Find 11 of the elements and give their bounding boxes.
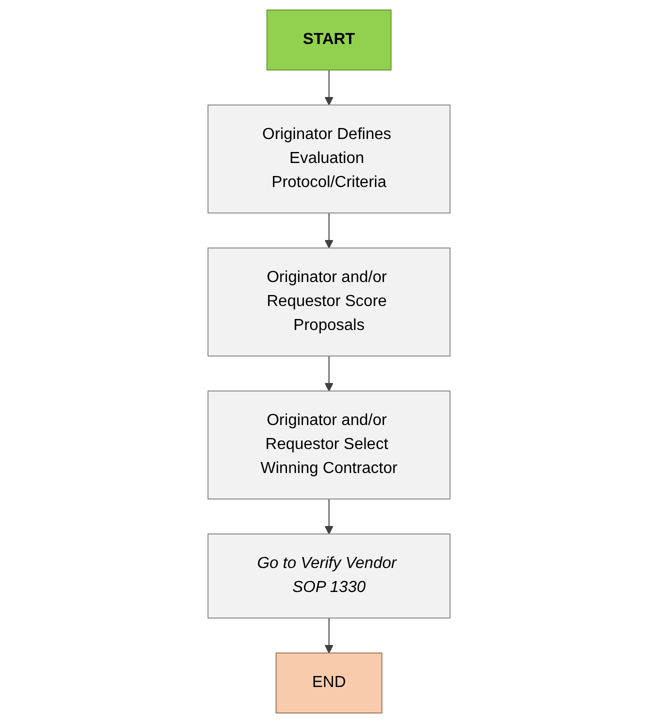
arrow [324,356,333,392]
arrow [324,212,333,248]
node-box: Originator and/or Requestor Score Proposals [207,248,450,356]
arrow [324,618,333,654]
node-box: START [266,10,392,70]
arrow [324,70,333,106]
node-box: Go to Verify Vendor SOP 1330 [207,534,450,618]
arrow [324,498,333,534]
node-box: END [275,652,382,714]
node-box: Originator and/or Requestor Select Winning Contractor [207,390,450,500]
node-box: Originator Defines Evaluation Protocol/Criteria [207,104,450,214]
